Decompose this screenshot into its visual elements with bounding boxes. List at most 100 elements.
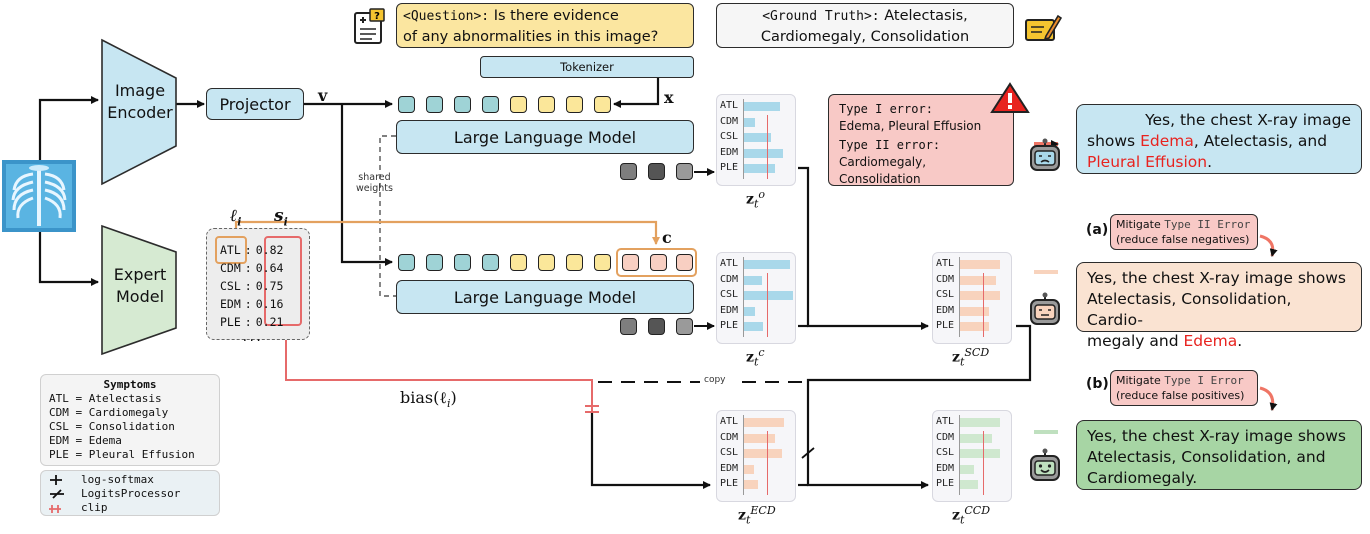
ground-truth-box: <Ground Truth>: Atelectasis, Cardiomegal…: [716, 3, 1014, 48]
response-scd-line-3: megaly and Edema.: [1087, 332, 1243, 350]
robot-happy-icon: [1030, 448, 1060, 481]
chart-threshold-line: [767, 115, 769, 179]
shared-weights-line-1: shared: [358, 172, 391, 183]
expert-model-label: Expert Model: [102, 264, 178, 308]
shared-weights-line-2: weights: [356, 183, 393, 194]
token-text-lower-4: [594, 254, 611, 271]
chart-bar-csl: [959, 449, 1001, 458]
expert-row-val: 0.21: [255, 315, 284, 329]
chart-row-label: CSL: [936, 447, 955, 458]
expert-model-shape: [101, 224, 177, 356]
chart-row-label: CDM: [936, 431, 955, 443]
chart-bar-ple: [959, 322, 989, 331]
type2-value: Cardiomegaly, Consolidation: [839, 155, 927, 186]
arrow-to-zscd: [798, 166, 929, 330]
legend-icons: [49, 475, 64, 513]
legend-logitsprocessor-icon: [50, 489, 64, 499]
chart-bar-ple: [743, 164, 775, 173]
robot-worried-icon: [1030, 292, 1060, 325]
symptom-item: PLE = Pleural Effusion: [49, 448, 195, 461]
mitigate-a-box: Mitigate Type II Error (reduce false neg…: [1110, 214, 1258, 250]
expert-row-abbr: ATL: [220, 243, 241, 257]
expert-table-ellipsis: ...: [241, 330, 263, 344]
output-token-upper-1: [620, 163, 637, 180]
token-image-lower-4: [482, 254, 499, 271]
chart-row-label: PLE: [720, 478, 739, 489]
token-text-3: [566, 96, 583, 113]
chart-row-label: ATL: [720, 258, 739, 269]
chart-row-label: CSL: [720, 289, 739, 300]
arrow-zscd-zccd: [806, 324, 1032, 489]
chart-row-label: EDM: [720, 304, 739, 316]
response-original-line-1: Yes, the chest X-ray image: [1145, 111, 1351, 129]
chart-bar-cdm: [743, 275, 762, 285]
expert-row-edm: EDM:0.16: [220, 295, 283, 313]
expert-row-cdm: CDM:0.64: [220, 259, 283, 277]
chart-bar-edm: [959, 464, 974, 474]
error-box: Type I error: Edema, Pleural Effusion Ty…: [828, 94, 1014, 186]
response-scd-line-2: Atelectasis, Consolidation, Cardio-: [1087, 290, 1292, 329]
clipboard-icon: ?: [354, 8, 385, 44]
arrow-projector-tokens-lower: [340, 104, 393, 266]
arrow-xray-to-encoder: [38, 96, 99, 160]
chart-row-label: PLE: [720, 162, 739, 173]
legend-logsoftmax-icon: [50, 475, 62, 485]
ground-truth-tag: <Ground Truth>:: [762, 9, 880, 24]
warning-icon: [990, 82, 1030, 113]
chart-threshold-line: [983, 273, 985, 337]
symptom-item: CSL = Consolidation: [49, 420, 175, 433]
arrow-xray-to-expert: [38, 232, 99, 286]
token-text-lower-3: [566, 254, 583, 271]
expert-row-sep: :: [244, 279, 252, 293]
var-s: si: [274, 206, 288, 229]
score-bracket: [264, 236, 302, 326]
mitigate-b-label: (b): [1086, 376, 1109, 392]
token-image-lower-3: [454, 254, 471, 271]
chart-row-label: ATL: [936, 258, 955, 269]
mitigate-b-box: Mitigate Type I Error (reduce false posi…: [1110, 370, 1258, 406]
chart-bar-atl: [743, 260, 790, 269]
token-text-4: [594, 96, 611, 113]
legend-box: log-softmax LogitsProcessor clip: [40, 470, 220, 516]
chart-bar-edm: [959, 306, 989, 316]
chart-bar-edm: [743, 306, 755, 316]
chart-row-label: CDM: [720, 115, 739, 127]
legend-clip-icon: [49, 505, 61, 513]
label-zo: zto: [746, 188, 765, 211]
chart-bar-cdm: [959, 275, 996, 285]
tokenizer-box: Tokenizer: [480, 56, 694, 78]
token-text-lower-2: [538, 254, 555, 271]
llm-lower-box: Large Language Model: [396, 280, 694, 314]
expert-row-val: 0.16: [255, 297, 284, 311]
mitigate-b-line-1: Mitigate Type I Error: [1116, 374, 1244, 387]
image-encoder-line-2: Encoder: [107, 103, 173, 122]
response-ccd-line-3: Cardiomegaly.: [1087, 469, 1198, 487]
token-concept-2: [650, 254, 667, 271]
mitigate-a-line-2: (reduce false negatives): [1116, 233, 1250, 246]
image-encoder-label: Image Encoder: [102, 80, 178, 124]
expert-row-csl: CSL:0.75: [220, 277, 283, 295]
logitsprocessor-mark: [801, 447, 815, 459]
chart-threshold-line: [767, 431, 769, 495]
chart-row-label: PLE: [936, 320, 955, 331]
tokenizer-label: Tokenizer: [560, 60, 614, 74]
chart-bar-edm: [743, 148, 783, 158]
response-ccd-line-2: Atelectasis, Consolidation, and: [1087, 448, 1326, 466]
output-token-lower-2: [648, 318, 665, 335]
chart-bar-ple: [743, 480, 758, 489]
var-v: v: [318, 86, 328, 105]
chart-axis: [743, 415, 744, 495]
token-image-3: [454, 96, 471, 113]
curve-arrow-a: [1259, 234, 1278, 257]
question-tag: <Question>:: [403, 9, 490, 24]
chart-axis: [743, 99, 744, 179]
symptoms-title: Symptoms: [103, 378, 157, 391]
